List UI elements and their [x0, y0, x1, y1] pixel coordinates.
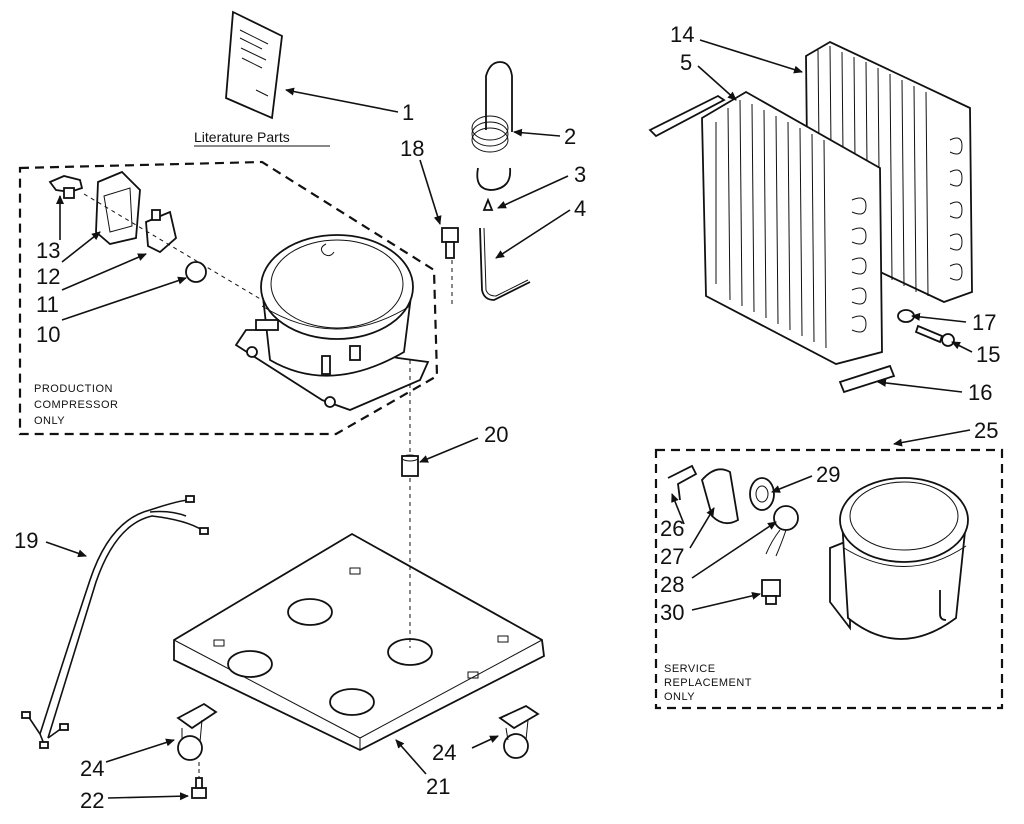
- label-13: 13: [36, 238, 60, 263]
- label-5: 5: [680, 50, 692, 75]
- label-17: 17: [972, 310, 996, 335]
- capillary-tube-4: [479, 227, 531, 301]
- label-30: 30: [660, 600, 684, 625]
- label-2: 2: [564, 124, 576, 149]
- relay-30: [761, 579, 781, 605]
- clip-17: [897, 309, 915, 323]
- caster-right-24: [498, 704, 540, 759]
- label-12: 12: [36, 264, 60, 289]
- service-caption-line3: ONLY: [664, 691, 695, 703]
- label-15: 15: [976, 342, 1000, 367]
- assembly-line-relay: [83, 193, 263, 301]
- label-19: 19: [14, 528, 38, 553]
- terminal-cover-27: [701, 468, 739, 525]
- label-27: 27: [660, 544, 684, 569]
- label-26: 26: [660, 516, 684, 541]
- bolt-18: [441, 227, 459, 259]
- screw-15: [914, 324, 955, 347]
- overload-cover-13: [48, 175, 84, 199]
- bracket-16: [838, 364, 896, 394]
- caster-left-24: [176, 702, 218, 761]
- label-18: 18: [400, 136, 424, 161]
- label-21: 21: [426, 774, 450, 799]
- label-3: 3: [574, 162, 586, 187]
- label-24-left: 24: [80, 756, 104, 781]
- label-25: 25: [974, 418, 998, 443]
- tube-spring-2: [471, 61, 513, 191]
- label-14: 14: [670, 22, 694, 47]
- clip-26: [667, 464, 698, 501]
- label-11: 11: [36, 292, 59, 317]
- label-1: 1: [402, 100, 414, 125]
- leader-lines: [45, 39, 973, 801]
- label-16: 16: [968, 380, 992, 405]
- overload-11: [145, 209, 177, 254]
- label-4: 4: [574, 196, 586, 221]
- production-caption-line3: ONLY: [34, 415, 65, 427]
- label-29: 29: [816, 462, 840, 487]
- literature-booklet: [225, 10, 283, 120]
- production-compressor: [234, 234, 430, 411]
- service-replacement-boundary: [654, 448, 1004, 710]
- production-caption-line2: COMPRESSOR: [34, 399, 118, 411]
- label-24-right: 24: [432, 740, 456, 765]
- label-28: 28: [660, 572, 684, 597]
- grommet-10: [185, 261, 207, 283]
- production-compressor-boundary: [18, 160, 439, 436]
- service-caption-line1: SERVICE: [664, 663, 716, 675]
- service-compressor: [829, 477, 969, 640]
- service-caption-line2: REPLACEMENT: [664, 677, 752, 689]
- gasket-29: [749, 477, 775, 511]
- literature-parts-caption: Literature Parts: [194, 129, 290, 145]
- production-caption-line1: PRODUCTION: [34, 383, 113, 395]
- part-number-labels: 1 2 3 4 18 13 12 11 10 14 5 17 15 16 20 …: [14, 22, 1000, 813]
- wire-harness-19: [21, 495, 209, 749]
- label-20: 20: [484, 422, 508, 447]
- condenser-inlet-tube: [648, 94, 726, 138]
- screw-22: [191, 777, 207, 799]
- tube-tip-3: [482, 197, 494, 211]
- relay-12: [95, 170, 141, 245]
- overload-28: [765, 505, 799, 557]
- base-pan-21: [173, 532, 545, 752]
- mounting-grommet-20: [401, 454, 419, 477]
- label-22: 22: [80, 788, 104, 813]
- label-10: 10: [36, 322, 60, 347]
- condenser-front-5: [701, 90, 883, 365]
